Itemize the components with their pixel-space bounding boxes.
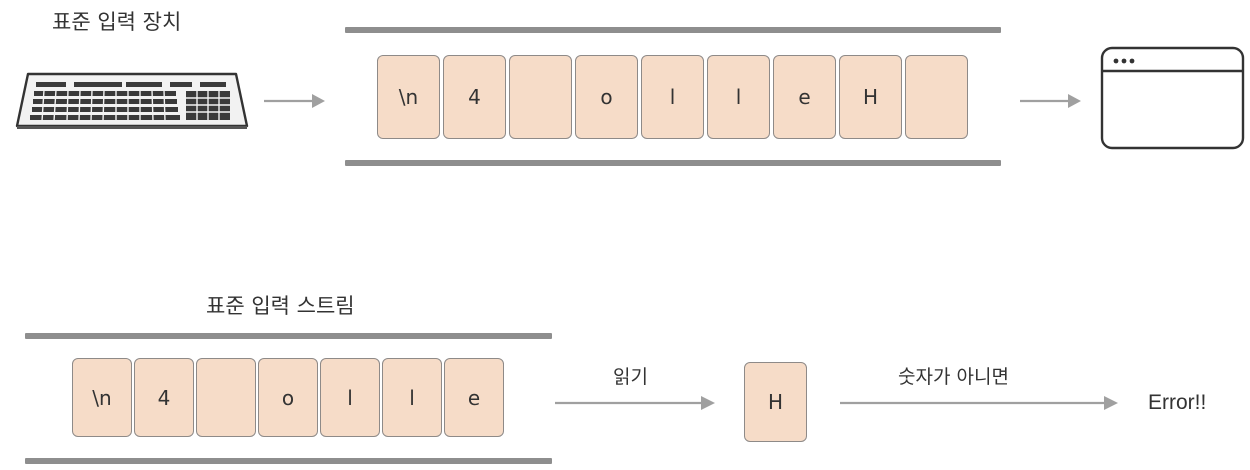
buffer-top-rail bbox=[345, 27, 1001, 33]
buffer-cell: 4 bbox=[443, 55, 506, 139]
stream-cell bbox=[196, 358, 256, 437]
buffer-cell bbox=[905, 55, 968, 139]
stream-cell: e bbox=[444, 358, 504, 437]
stream-top-rail bbox=[25, 333, 552, 339]
stream-cell: \n bbox=[72, 358, 132, 437]
input-stream-title: 표준 입력 스트림 bbox=[206, 294, 355, 318]
stream-bottom-rail bbox=[25, 458, 552, 464]
arrow-right-icon bbox=[840, 396, 1118, 410]
read-char-cell: H bbox=[744, 362, 807, 442]
buffer-cell bbox=[509, 55, 572, 139]
keyboard-icon bbox=[15, 72, 249, 129]
input-device-title: 표준 입력 장치 bbox=[52, 10, 182, 34]
buffer-cell: l bbox=[641, 55, 704, 139]
stream-cell: o bbox=[258, 358, 318, 437]
stream-cell: 4 bbox=[134, 358, 194, 437]
stream-cell: l bbox=[382, 358, 442, 437]
arrow-right-icon bbox=[264, 94, 325, 108]
buffer-cell: l bbox=[707, 55, 770, 139]
stream-cell: l bbox=[320, 358, 380, 437]
read-label: 읽기 bbox=[613, 366, 648, 388]
arrow-right-icon bbox=[1020, 94, 1081, 108]
buffer-cell: H bbox=[839, 55, 902, 139]
buffer-bottom-rail bbox=[345, 160, 1001, 166]
browser-window-icon bbox=[1100, 46, 1245, 150]
condition-label: 숫자가 아니면 bbox=[898, 366, 1009, 388]
buffer-cell: \n bbox=[377, 55, 440, 139]
error-result-text: Error!! bbox=[1148, 391, 1207, 414]
arrow-right-icon bbox=[555, 396, 715, 410]
buffer-cell: e bbox=[773, 55, 836, 139]
buffer-cell: o bbox=[575, 55, 638, 139]
